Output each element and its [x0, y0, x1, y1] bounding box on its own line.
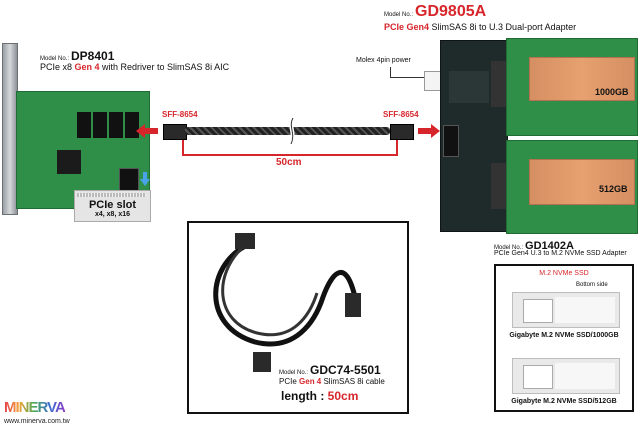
ssd-box-title: M.2 NVMe SSD: [539, 270, 589, 277]
m2-adapter-model: Model No.:GD1402A: [494, 240, 574, 252]
ssd-box: M.2 NVMe SSD Bottom side Gigabyte M.2 NV…: [494, 264, 634, 412]
left-red-arrow-icon: [136, 124, 158, 143]
cable-loop: [195, 227, 365, 377]
cable-length-label: 50cm: [276, 157, 302, 168]
cable-body: [185, 127, 390, 135]
m2-adapter-bottom: 512GB: [506, 140, 638, 234]
molex-line: [390, 67, 427, 78]
pcie-slot-title: PCIe slot: [88, 199, 137, 211]
ssd-caption-2: Gigabyte M.2 NVMe SSD/512GB: [511, 398, 617, 405]
adapter-model: Model No.:GD9805A: [384, 3, 487, 20]
cable-box-length: length : 50cm: [281, 389, 359, 403]
ssd-bottom-heatsink: [529, 159, 635, 205]
logo-text: MINERVA: [4, 399, 66, 416]
cable-break: [288, 116, 296, 145]
right-red-arrow-icon: [418, 124, 440, 143]
ssd-top-label: 1000GB: [595, 87, 629, 97]
adapter-board: [440, 40, 508, 232]
ssd-box-subtitle: Bottom side: [576, 282, 608, 288]
down-arrow-icon: [140, 172, 150, 186]
cable-right-connector: [390, 124, 414, 140]
cable-right-label: SFF-8654: [383, 110, 419, 119]
ssd-card-1: [512, 292, 620, 328]
cable-box-model: Model No.:GDC74-5501: [279, 363, 381, 377]
aic-pcb: [16, 91, 150, 209]
ssd-card-2: [512, 358, 620, 394]
cable-left-connector: [163, 124, 187, 140]
ssd-bottom-label: 512GB: [599, 184, 628, 194]
pcie-slot: PCIe slot x4, x8, x16: [74, 190, 151, 222]
adapter-desc: PCIe Gen4 SlimSAS 8i to U.3 Dual-port Ad…: [384, 22, 577, 32]
cable-box-desc: PCIe Gen 4 SlimSAS 8i cable: [279, 377, 385, 386]
adapter-slimsas-port: [443, 125, 459, 157]
m2-adapter-top: 1000GB: [506, 38, 638, 136]
left-card-desc: PCIe x8 Gen 4 with Redriver to SlimSAS 8…: [40, 62, 230, 72]
cable-left-label: SFF-8654: [162, 110, 198, 119]
length-bracket: [182, 140, 398, 156]
ssd-top-heatsink: [529, 57, 635, 101]
cable-box: Model No.:GDC74-5501 PCIe Gen 4 SlimSAS …: [187, 221, 409, 414]
molex-label: Molex 4pin power: [356, 57, 411, 64]
ssd-caption-1: Gigabyte M.2 NVMe SSD/1000GB: [509, 332, 619, 339]
minerva-logo: MINERVA www.minerva.com.tw: [4, 399, 74, 429]
m2-adapter-desc: PCIe Gen4 U.3 to M.2 NVMe SSD Adapter: [494, 250, 627, 257]
left-card-model: Model No.:DP8401: [40, 49, 115, 63]
logo-url: www.minerva.com.tw: [4, 418, 70, 425]
pcie-slot-subtitle: x4, x8, x16: [94, 211, 131, 218]
